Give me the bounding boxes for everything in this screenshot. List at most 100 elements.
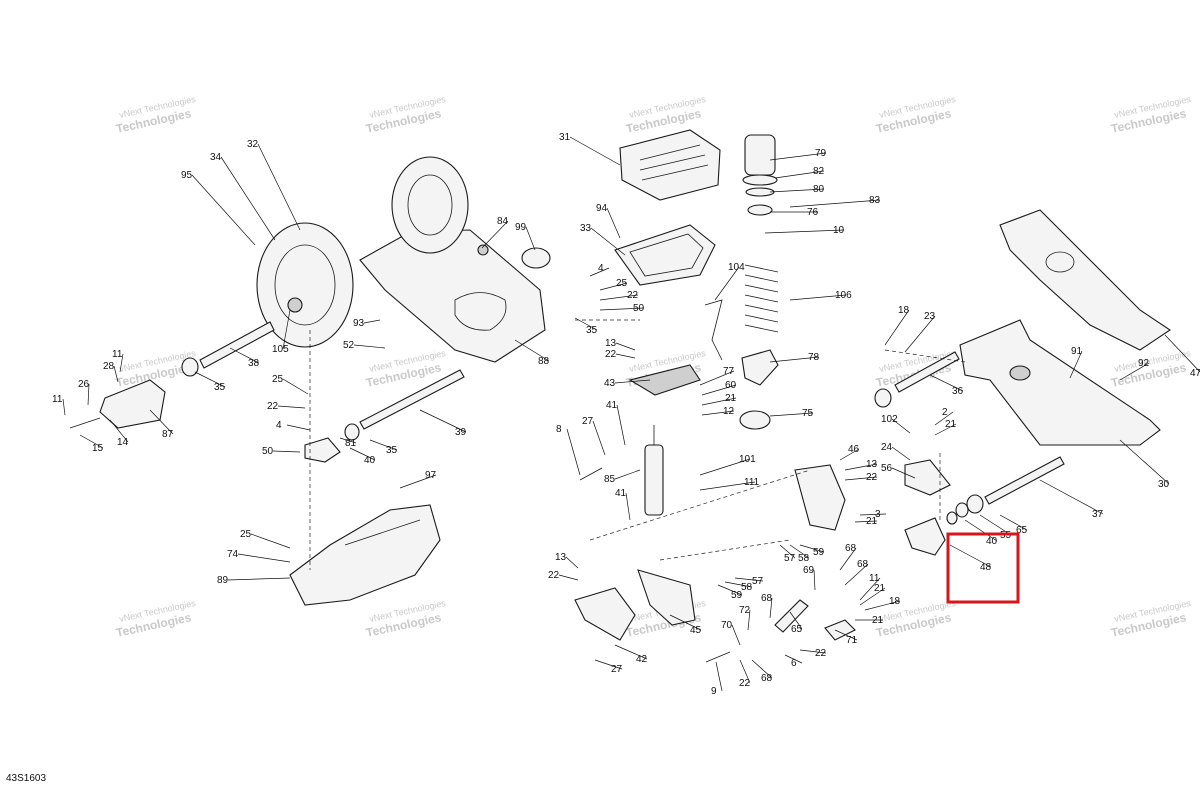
callout-number: 46	[848, 444, 860, 455]
gear-cover-inner	[274, 244, 336, 326]
callout-number: 18	[898, 305, 910, 316]
axle-39	[359, 369, 465, 430]
leader-line	[844, 476, 878, 481]
callout-number: 59	[731, 590, 743, 601]
leader-line	[714, 266, 740, 301]
callout-13: 13	[555, 552, 579, 569]
callout-76: 76	[770, 207, 819, 218]
callout-48: 48	[949, 544, 992, 573]
callout-number: 50	[262, 446, 274, 457]
callout-11: 11	[859, 573, 881, 601]
mount-56	[904, 459, 951, 496]
callout-87: 87	[149, 409, 174, 440]
callout-41: 41	[606, 400, 626, 446]
callout-35: 35	[194, 371, 226, 393]
callout-40: 40	[964, 519, 998, 547]
callout-25: 25	[599, 278, 628, 291]
callout-number: 78	[808, 352, 820, 363]
leader-line	[565, 556, 579, 569]
callout-number: 43	[604, 378, 616, 389]
callout-24: 24	[881, 442, 911, 461]
leader-line	[934, 423, 957, 436]
spring-106	[744, 264, 779, 333]
gear-cover-32	[256, 222, 354, 348]
leader-line	[699, 481, 756, 491]
callout-18: 18	[864, 596, 901, 611]
callout-number: 35	[214, 382, 226, 393]
callout-number: 12	[723, 406, 735, 417]
leader-line	[934, 411, 954, 426]
callout-number: 89	[217, 575, 229, 586]
callout-number: 69	[803, 565, 815, 576]
callout-number: 13	[555, 552, 567, 563]
callout-number: 75	[802, 408, 814, 419]
callout-number: 30	[1158, 479, 1170, 490]
frame-89	[289, 504, 441, 606]
callout-number: 23	[924, 311, 936, 322]
leader-line	[606, 207, 621, 239]
callout-number: 27	[611, 664, 623, 675]
callout-number: 70	[721, 620, 733, 631]
leader-line	[615, 353, 636, 359]
leader-line	[769, 188, 825, 193]
leader-line	[339, 437, 357, 444]
leader-line	[369, 439, 398, 451]
watermark: vNext Technologies Technologies	[365, 598, 447, 640]
callout-57: 57	[779, 544, 796, 564]
leader-line	[789, 611, 803, 630]
leader-line	[220, 156, 276, 241]
leader-line	[194, 371, 226, 388]
callout-93: 93	[353, 318, 381, 329]
callout-92: 92	[1119, 358, 1150, 381]
leader-line	[769, 412, 814, 417]
leader-line	[87, 383, 90, 406]
callout-number: 41	[615, 488, 627, 499]
callout-111: 111	[699, 477, 760, 491]
leader-line	[574, 317, 598, 331]
leader-line	[353, 344, 386, 349]
callout-65: 65	[789, 611, 803, 635]
callout-105: 105	[272, 309, 291, 355]
callout-21: 21	[934, 419, 957, 436]
callout-10: 10	[764, 225, 845, 236]
air-box-31	[619, 129, 721, 201]
leader-line	[839, 547, 857, 571]
callout-number: 94	[596, 203, 608, 214]
callout-8: 8	[556, 424, 581, 476]
washer-55	[955, 502, 969, 518]
leader-line	[590, 227, 626, 256]
callout-number: 41	[606, 400, 618, 411]
callout-88: 88	[514, 339, 550, 367]
callout-42: 42	[614, 644, 648, 665]
watermark: vNext Technologies Technologies	[625, 94, 707, 136]
frame-89-rib	[344, 519, 421, 546]
callout-13: 13	[844, 459, 878, 471]
leader-line	[891, 418, 911, 434]
leader-line	[789, 199, 881, 208]
callout-22: 22	[548, 570, 579, 581]
callout-number: 26	[78, 379, 90, 390]
callout-27: 27	[582, 416, 606, 456]
callout-number: 22	[739, 678, 751, 689]
bushing-37-end	[966, 494, 984, 514]
callout-68: 68	[844, 559, 869, 586]
leader-line	[789, 294, 847, 301]
tunnel-47-cutout	[1045, 251, 1075, 273]
callout-32: 32	[247, 139, 301, 231]
leader-line	[599, 307, 645, 311]
callout-number: 99	[515, 222, 527, 233]
callout-number: 21	[866, 516, 878, 527]
callout-number: 2	[942, 407, 948, 418]
callout-number: 77	[723, 366, 735, 377]
leader-line	[717, 584, 743, 596]
callout-11: 11	[52, 394, 66, 416]
callout-number: 13	[866, 459, 878, 470]
callout-number: 39	[455, 427, 467, 438]
tunnel-47	[999, 209, 1171, 351]
callout-number: 84	[497, 216, 509, 227]
callout-number: 102	[881, 414, 898, 425]
callout-106: 106	[789, 290, 852, 301]
housing-disc-inner	[407, 174, 453, 236]
leader-line	[834, 629, 858, 641]
highlight-box	[946, 532, 1020, 604]
